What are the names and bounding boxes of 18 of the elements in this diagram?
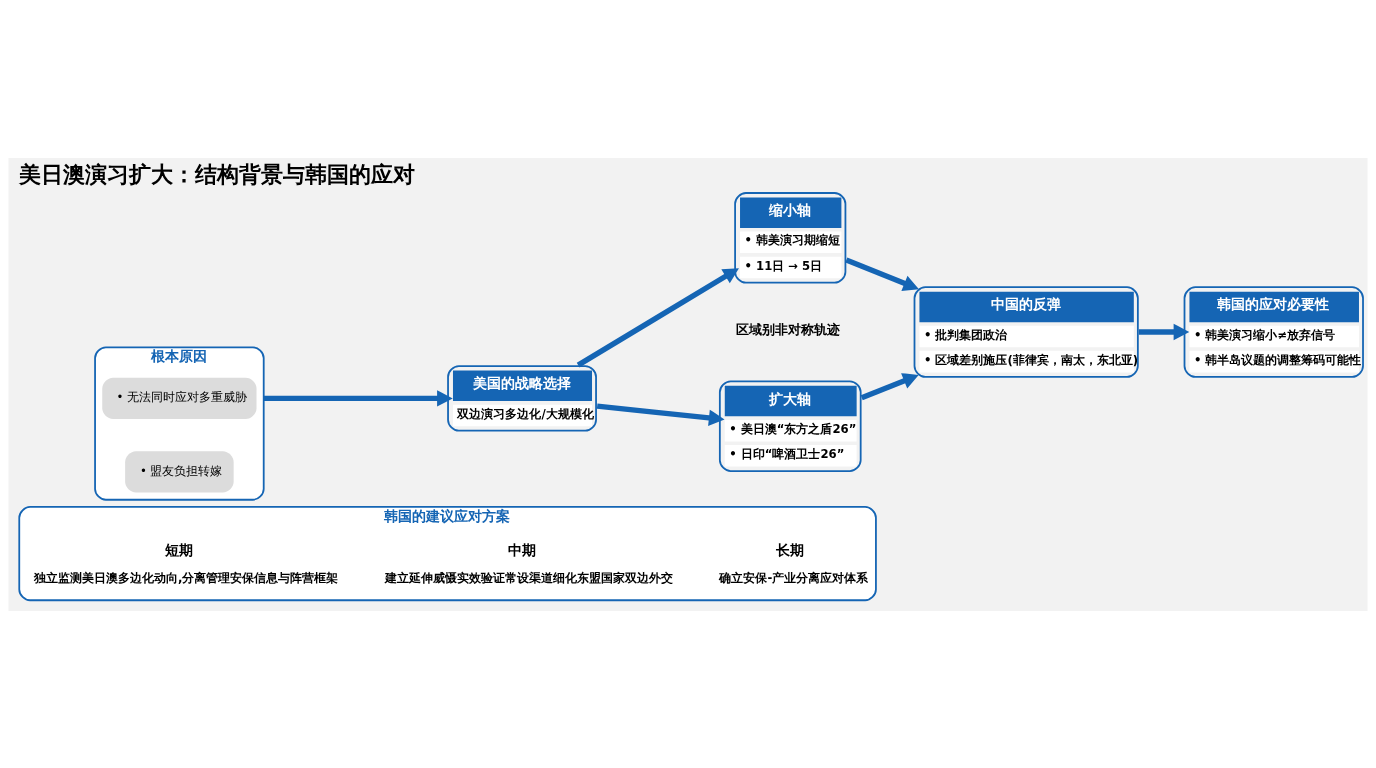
node-box: 中国的反弹 • 批判集团政治 • 区域差别施压(菲律宾，南太，东北亚) [913,285,1139,378]
label: 区域别非对称轨迹 [735,321,840,337]
node-box: 扩大轴 • 美日澳“东方之盾26” • 日印“啤酒卫士26” [718,379,862,472]
node-text: 短期 独立监测美日澳多边化动向,分离管理安保信息与阵营框架 [34,541,339,585]
node-box: 缩小轴 • 韩美演习期缩短 • 11日 → 5日 [734,191,847,284]
arrow [1138,323,1190,340]
node-text: 中期 建立延伸威慑实效验证常设渠道细化东盟国家双边外交 [384,541,673,585]
diagram-title: 美日澳演习扩大：结构背景与韩国的应对 [19,161,416,186]
arrow [263,389,453,407]
arrow [596,402,725,426]
arrow [860,372,919,400]
node-box: • 盟友负担转嫁 [125,450,234,493]
node-box: 韩国的应对必要性 • 韩美演习缩小≠放弃信号 • 韩半岛议题的调整筹码可能性 [1183,285,1364,378]
node-text: 长期 确立安保-产业分离应对体系 [719,541,869,585]
node-box: • 无法同时应对多重威胁 [102,377,257,419]
node-box: 美国的战略选择 双边演习多边化/大规模化 [447,364,597,432]
arrow [576,267,739,367]
arrow [845,257,919,291]
